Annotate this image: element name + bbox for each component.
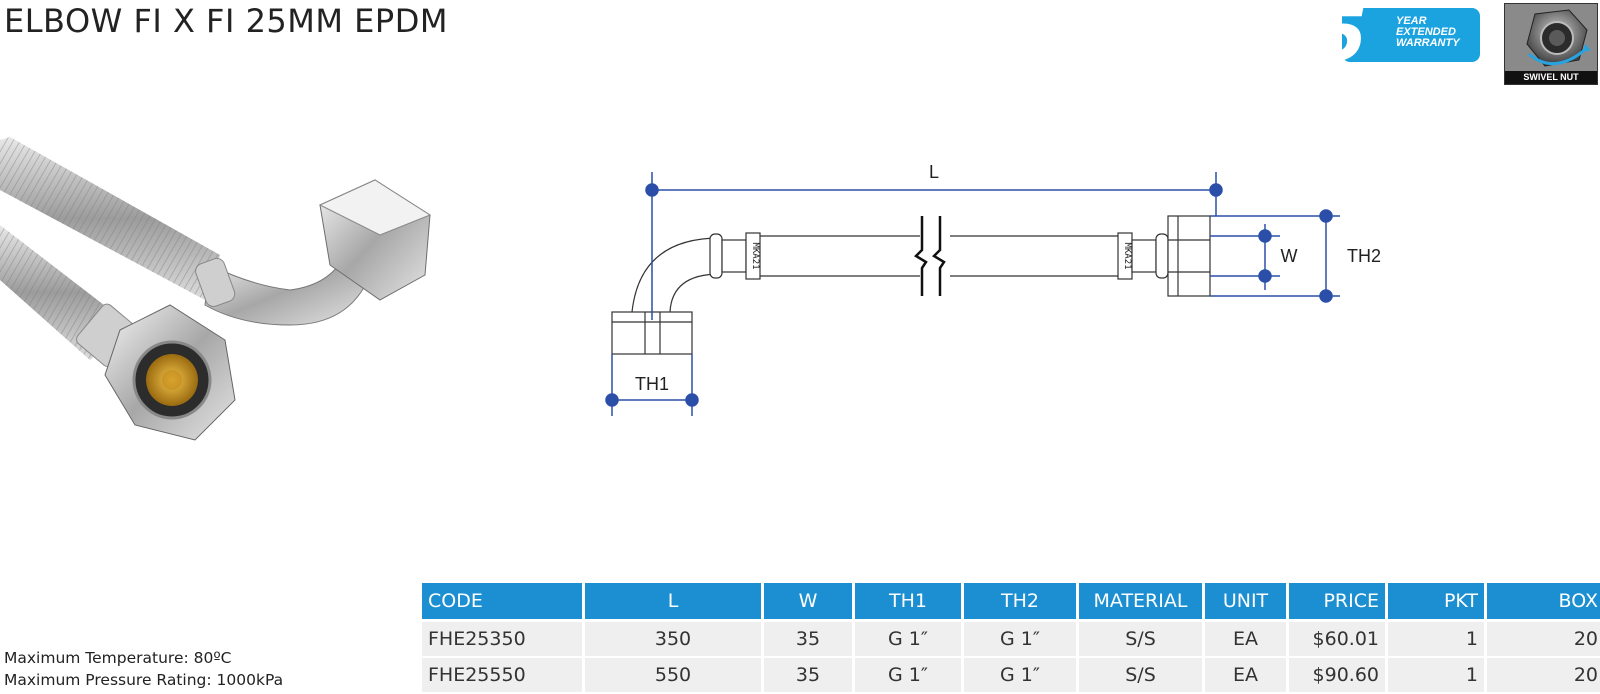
header-l: L (585, 583, 761, 622)
warranty-line-2: EXTENDED (1396, 26, 1456, 38)
upper-hose (0, 137, 220, 300)
cell-th2: G 1″ (964, 658, 1076, 694)
max-pressure: Maximum Pressure Rating: 1000kPa (4, 671, 284, 689)
dimension-label-l: L (929, 162, 939, 182)
product-table: CODE L W TH1 TH2 MATERIAL UNIT PRICE PKT… (419, 583, 1600, 694)
cell-material: S/S (1079, 658, 1202, 694)
cell-material: S/S (1079, 622, 1202, 658)
cell-code: FHE25350 (422, 622, 582, 658)
header-th2: TH2 (964, 583, 1076, 622)
header-code: CODE (422, 583, 582, 622)
product-photo (0, 137, 432, 441)
hose-outline (611, 215, 1211, 355)
swivel-nut-badge: SWIVEL NUT (1504, 3, 1598, 85)
dimension-lines (605, 172, 1340, 416)
cell-th2: G 1″ (964, 622, 1076, 658)
cell-w: 35 (764, 658, 852, 694)
warranty-badge: 5 YEAR EXTENDED WARRANTY (1316, 0, 1480, 74)
cell-code: FHE25550 (422, 658, 582, 694)
header-box: BOX (1487, 583, 1600, 622)
cell-th1: G 1″ (855, 658, 961, 694)
header-th1: TH1 (855, 583, 961, 622)
table-header-row: CODE L W TH1 TH2 MATERIAL UNIT PRICE PKT… (422, 583, 1600, 622)
dimension-diagram: MKA21 MKA21 L TH1 W TH2 (605, 162, 1381, 416)
header-w: W (764, 583, 852, 622)
table-row: FHE25350 350 35 G 1″ G 1″ S/S EA $60.01 … (422, 622, 1600, 658)
warranty-box (1342, 8, 1480, 62)
cell-box: 20 (1487, 622, 1600, 658)
warranty-line-1: YEAR (1396, 15, 1427, 27)
cell-w: 35 (764, 622, 852, 658)
header-price: PRICE (1289, 583, 1385, 622)
warranty-number: 5 (1316, 0, 1368, 78)
header-material: MATERIAL (1079, 583, 1202, 622)
cell-l: 550 (585, 658, 761, 694)
cell-unit: EA (1205, 622, 1286, 658)
cell-unit: EA (1205, 658, 1286, 694)
dimension-label-th1: TH1 (635, 374, 669, 394)
cell-th1: G 1″ (855, 622, 961, 658)
cell-pkt: 1 (1388, 658, 1484, 694)
header-unit: UNIT (1205, 583, 1286, 622)
product-title: ELBOW FI X FI 25MM EPDM (4, 2, 448, 40)
cell-price: $60.01 (1289, 622, 1385, 658)
front-nut (104, 304, 236, 441)
dimension-label-w: W (1281, 246, 1298, 266)
table-row: FHE25550 550 35 G 1″ G 1″ S/S EA $90.60 … (422, 658, 1600, 694)
max-temperature: Maximum Temperature: 80ºC (4, 649, 232, 667)
header-pkt: PKT (1388, 583, 1484, 622)
swivel-nut-image (1505, 4, 1597, 72)
warranty-text: YEAR EXTENDED WARRANTY (1396, 16, 1460, 49)
fitting-marking-left: MKA21 (750, 242, 760, 269)
specifications: Maximum Temperature: 80ºC Maximum Pressu… (4, 647, 283, 691)
warranty-line-3: WARRANTY (1396, 37, 1460, 49)
cell-price: $90.60 (1289, 658, 1385, 694)
cell-l: 350 (585, 622, 761, 658)
cell-box: 20 (1487, 658, 1600, 694)
swivel-nut-label: SWIVEL NUT (1505, 71, 1597, 84)
elbow-fitting (195, 179, 432, 326)
dimension-label-th2: TH2 (1347, 246, 1381, 266)
cell-pkt: 1 (1388, 622, 1484, 658)
break-symbol (913, 216, 946, 296)
fitting-marking-right: MKA21 (1122, 242, 1132, 269)
